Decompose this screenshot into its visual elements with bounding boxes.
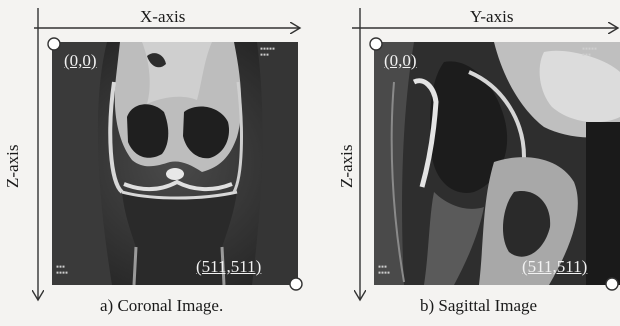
sagittal-corner-marker: [606, 278, 618, 290]
sagittal-origin-marker: [370, 38, 382, 50]
coronal-origin-marker: [48, 38, 60, 50]
coronal-corner-marker: [290, 278, 302, 290]
